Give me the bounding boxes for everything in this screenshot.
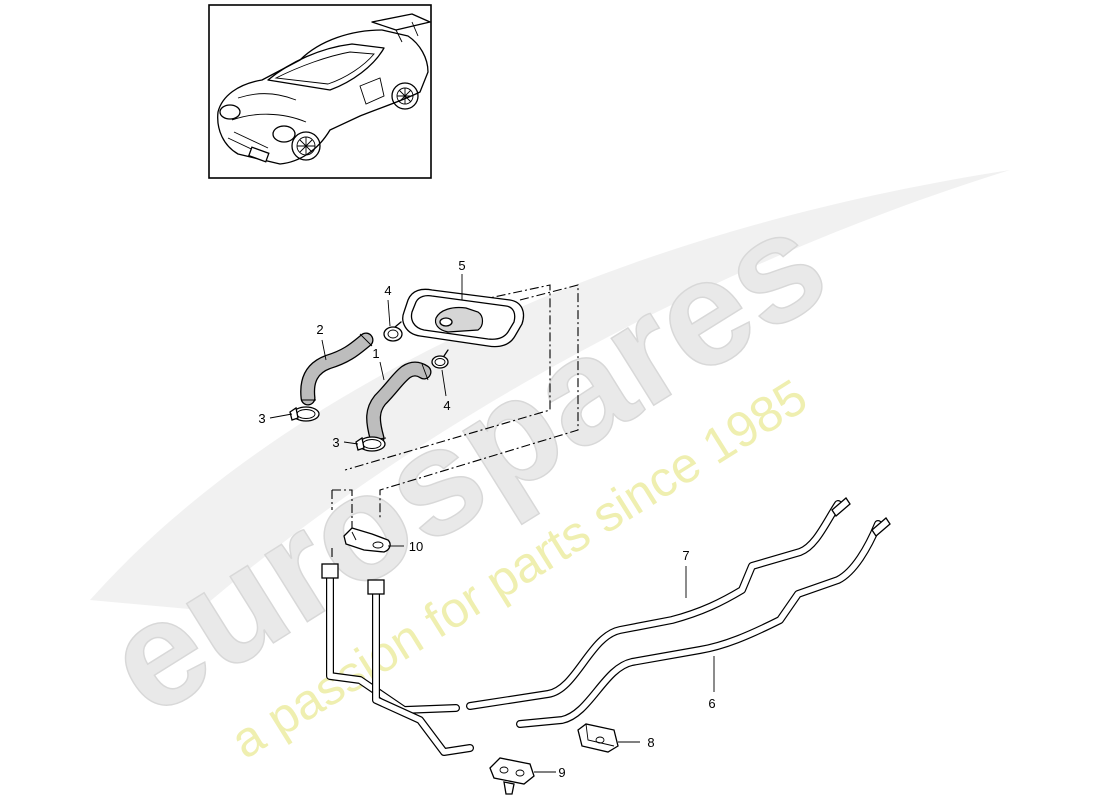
callout-9: 9 — [558, 765, 565, 780]
callout-8: 8 — [647, 735, 654, 750]
part-6-pipe — [367, 517, 891, 756]
vehicle-thumbnail — [208, 4, 432, 179]
callout-3-upper: 3 — [258, 411, 265, 426]
part-2-hose — [300, 332, 374, 406]
callout-4-lower: 4 — [443, 398, 450, 413]
part-4-clamp-upper — [383, 321, 403, 342]
callout-2: 2 — [316, 322, 323, 337]
callout-3-lower: 3 — [332, 435, 339, 450]
part-9-holder — [489, 757, 535, 795]
callout-4-upper: 4 — [384, 283, 391, 298]
front-wheel — [291, 131, 321, 161]
assembly-guides — [331, 284, 579, 560]
part-3-clamp-upper — [289, 406, 320, 422]
part-7-pipe — [321, 497, 851, 714]
part-8-block — [577, 723, 619, 753]
callouts: 1 2 3 3 4 4 5 6 7 8 9 10 — [258, 258, 715, 780]
watermark-swoosh — [90, 170, 1010, 610]
thumbnail-frame — [208, 4, 432, 179]
callout-5: 5 — [458, 258, 465, 273]
callout-1: 1 — [372, 346, 379, 361]
part-4-clamp-lower — [431, 349, 449, 369]
part-10-plate — [343, 527, 391, 553]
part-3-clamp-lower — [355, 436, 386, 452]
callout-7: 7 — [682, 548, 689, 563]
part-5-bracket — [402, 288, 525, 348]
rear-wheel — [391, 82, 419, 110]
leader-lines — [269, 274, 715, 773]
car-thumbnail-icon — [217, 13, 431, 165]
watermark: eurospares a passion for parts since 198… — [77, 170, 1010, 769]
callout-6: 6 — [708, 696, 715, 711]
callout-10: 10 — [409, 539, 423, 554]
